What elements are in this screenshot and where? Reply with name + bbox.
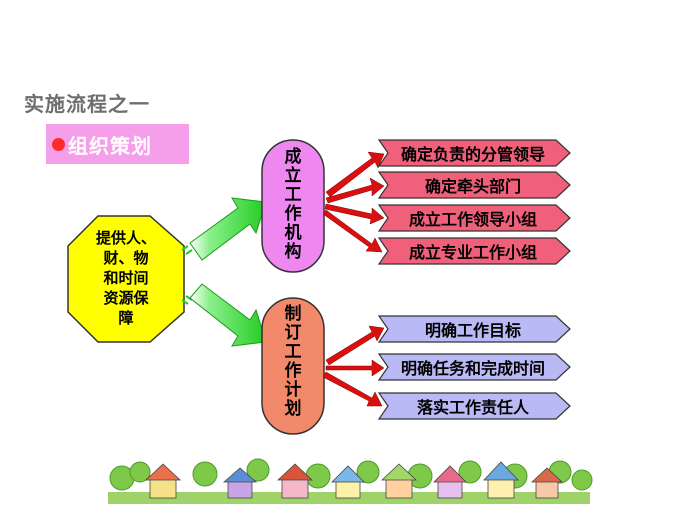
- item-arrow-7: [377, 392, 571, 420]
- item-arrow-2: [377, 171, 571, 199]
- source-node-label: 提供人、 财、物 和时间 资源保 障: [95, 229, 156, 327]
- item-label: 成立专业工作小组: [408, 243, 537, 262]
- item-arrow-3: [377, 204, 571, 232]
- item-label: 确定负责的分管领导: [400, 145, 545, 164]
- item-arrow-6: [377, 353, 571, 381]
- green-arrow-lower: [181, 283, 267, 347]
- branch-organization-box: [261, 139, 325, 273]
- section-tag: 组织策划: [46, 124, 189, 164]
- branch-organization-label: 成 立 工 作 机 构: [284, 147, 302, 262]
- green-arrow-upper: [181, 197, 267, 261]
- red-arrows-upper: [322, 151, 385, 253]
- source-octagon: [67, 215, 185, 343]
- page-title: 实施流程之一: [24, 92, 150, 116]
- section-tag-label: 组织策划: [68, 133, 152, 158]
- bullet-icon: [52, 137, 65, 151]
- item-label: 明确任务和完成时间: [400, 359, 545, 378]
- item-label: 确定牵头部门: [424, 177, 521, 196]
- item-label: 成立工作领导小组: [408, 210, 537, 229]
- item-label: 落实工作责任人: [416, 398, 529, 417]
- village-decoration: [108, 458, 593, 504]
- branch-plan-label: 制 订 工 作 计 划: [284, 304, 302, 419]
- item-label: 明确工作目标: [424, 321, 521, 340]
- item-arrow-1: [377, 139, 571, 167]
- red-arrows-lower: [322, 325, 385, 407]
- item-arrow-4: [377, 237, 571, 265]
- item-arrow-5: [377, 315, 571, 343]
- branch-plan-box: [261, 297, 325, 435]
